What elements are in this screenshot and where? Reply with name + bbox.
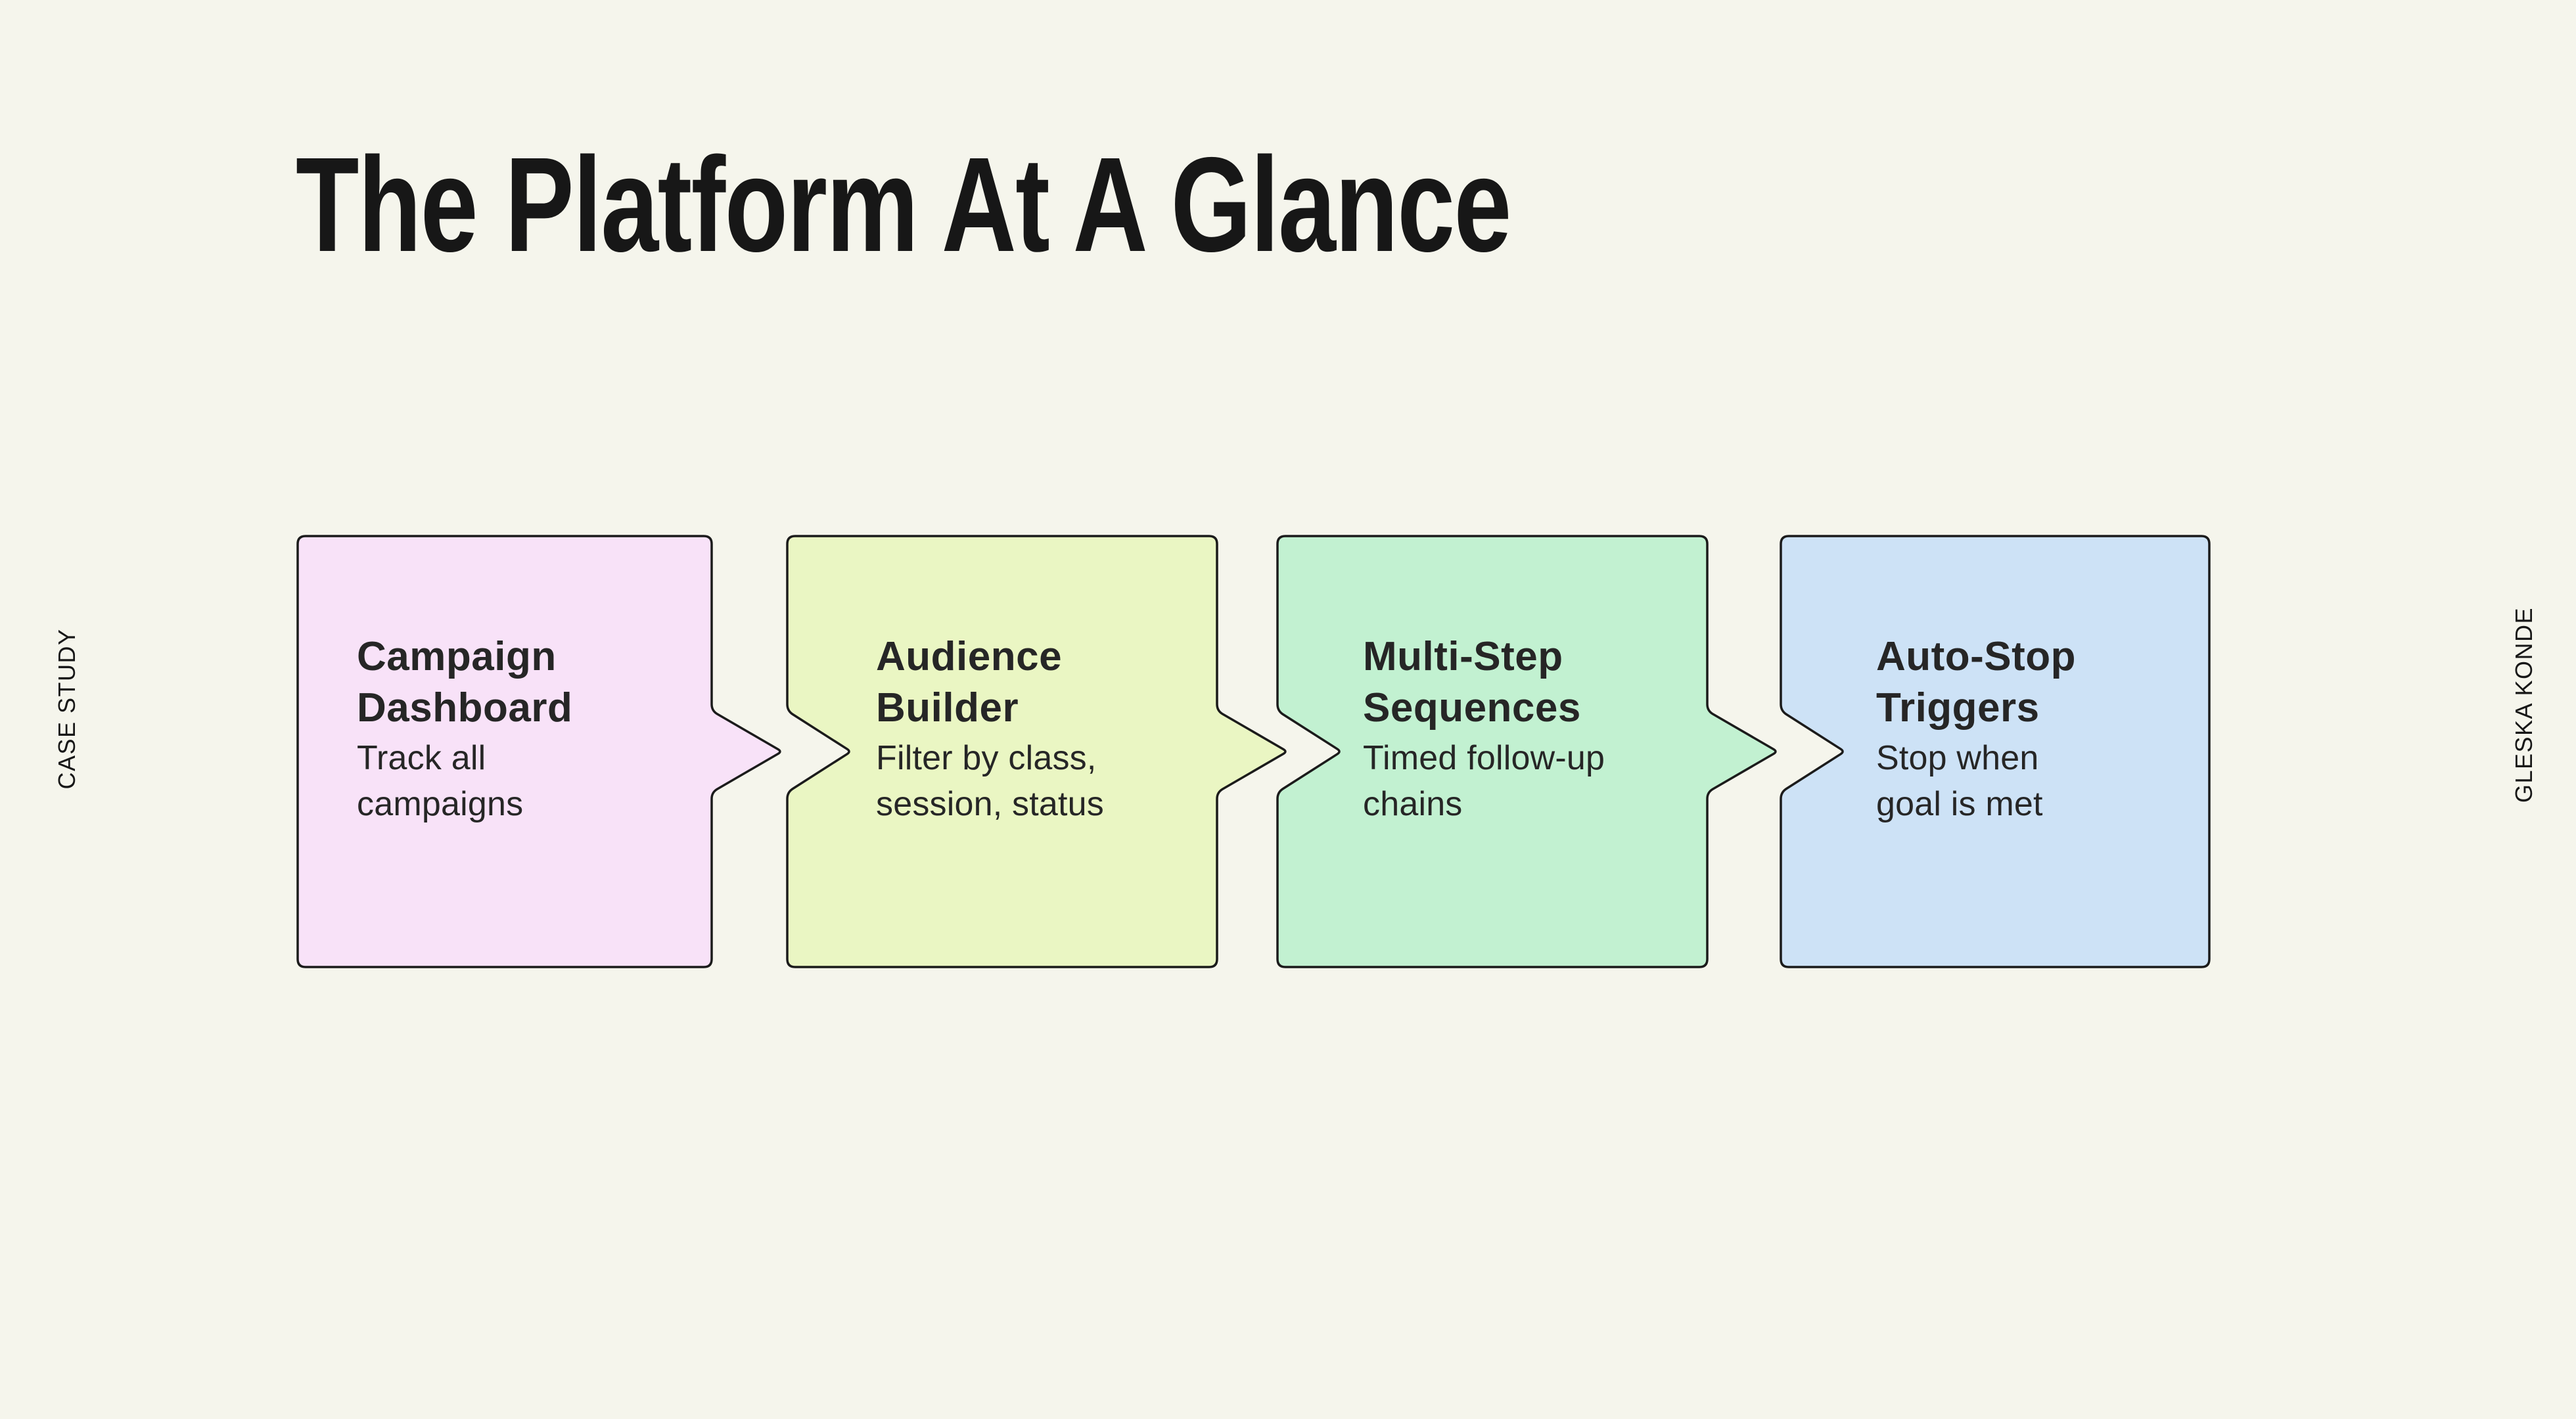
card-content: Campaign Dashboard Track all campaigns xyxy=(357,631,692,827)
card-shape-arrow xyxy=(1276,535,1777,968)
card-shape-arrow xyxy=(786,535,1287,968)
step-card-audience-builder: Audience Builder Filter by class, sessio… xyxy=(786,535,1287,968)
card-title: Auto-Stop Triggers xyxy=(1876,634,2077,731)
page-title: The Platform At A Glance xyxy=(296,129,1874,280)
card-shape-arrow xyxy=(1780,535,2211,968)
side-label-author: GLESKA KONDE xyxy=(2510,606,2537,803)
card-description: Timed follow-up chains xyxy=(1363,739,1605,823)
card-shape-arrow xyxy=(296,535,781,968)
card-description: Stop when goal is met xyxy=(1876,739,2043,823)
card-fill xyxy=(786,535,1287,968)
card-description: Track all campaigns xyxy=(357,739,524,823)
page-title-text: The Platform At A Glance xyxy=(296,129,1511,280)
step-card-multi-step-sequences: Multi-Step Sequences Timed follow-up cha… xyxy=(1276,535,1777,968)
card-title: Audience Builder xyxy=(876,634,1063,731)
step-card-auto-stop-triggers: Auto-Stop Triggers Stop when goal is met xyxy=(1780,535,2211,968)
card-fill xyxy=(296,535,781,968)
card-content: Multi-Step Sequences Timed follow-up cha… xyxy=(1363,631,1688,827)
card-title: Campaign Dashboard xyxy=(357,634,573,731)
card-description: Filter by class, session, status xyxy=(876,739,1104,823)
card-content: Auto-Stop Triggers Stop when goal is met xyxy=(1876,631,2190,827)
card-fill xyxy=(1780,535,2211,968)
card-content: Audience Builder Filter by class, sessio… xyxy=(876,631,1197,827)
side-label-case-study: CASE STUDY xyxy=(53,628,80,790)
card-title: Multi-Step Sequences xyxy=(1363,634,1581,731)
card-fill xyxy=(1276,535,1777,968)
step-card-campaign-dashboard: Campaign Dashboard Track all campaigns xyxy=(296,535,781,968)
